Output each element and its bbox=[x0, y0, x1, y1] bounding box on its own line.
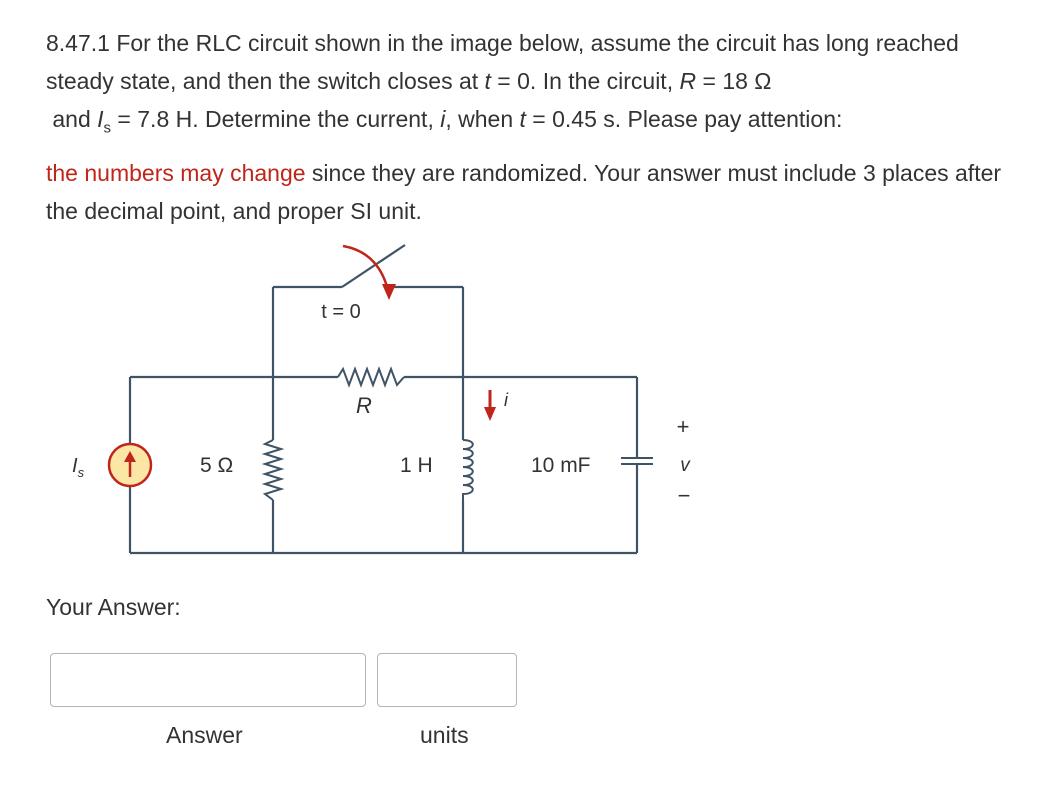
capacitor-label: 10 mF bbox=[531, 454, 591, 477]
plus-sign: + bbox=[677, 414, 690, 439]
voltage-label: v bbox=[680, 455, 691, 476]
inductor-label: 1 H bbox=[400, 454, 433, 477]
answer-caption: Answer bbox=[166, 722, 243, 748]
inductor-symbol bbox=[462, 439, 474, 500]
resistor-r-symbol bbox=[337, 366, 405, 388]
capacitor-symbol bbox=[621, 442, 653, 478]
units-input[interactable] bbox=[377, 653, 517, 707]
current-label: i bbox=[504, 390, 509, 410]
minus-sign: − bbox=[678, 483, 691, 508]
current-arrow bbox=[484, 390, 496, 421]
current-source-symbol bbox=[107, 442, 153, 488]
switch-symbol bbox=[341, 244, 406, 300]
question-paragraph: 8.47.1 For the RLC circuit shown in the … bbox=[46, 30, 959, 137]
resistor-5-label: 5 Ω bbox=[200, 454, 233, 477]
question-paragraph-2: the numbers may change since they are ra… bbox=[46, 159, 1002, 224]
switch-label: t = 0 bbox=[321, 301, 360, 323]
highlight-text: the numbers may change bbox=[46, 159, 306, 186]
your-answer-label: Your Answer: bbox=[46, 594, 181, 620]
resistor-5-symbol bbox=[261, 439, 285, 501]
question-text: 8.47.1 For the RLC circuit shown in the … bbox=[46, 24, 1011, 230]
source-label: Is bbox=[72, 455, 85, 480]
resistor-r-label: R bbox=[356, 393, 372, 418]
answer-input[interactable] bbox=[50, 653, 366, 707]
units-caption: units bbox=[420, 722, 469, 748]
